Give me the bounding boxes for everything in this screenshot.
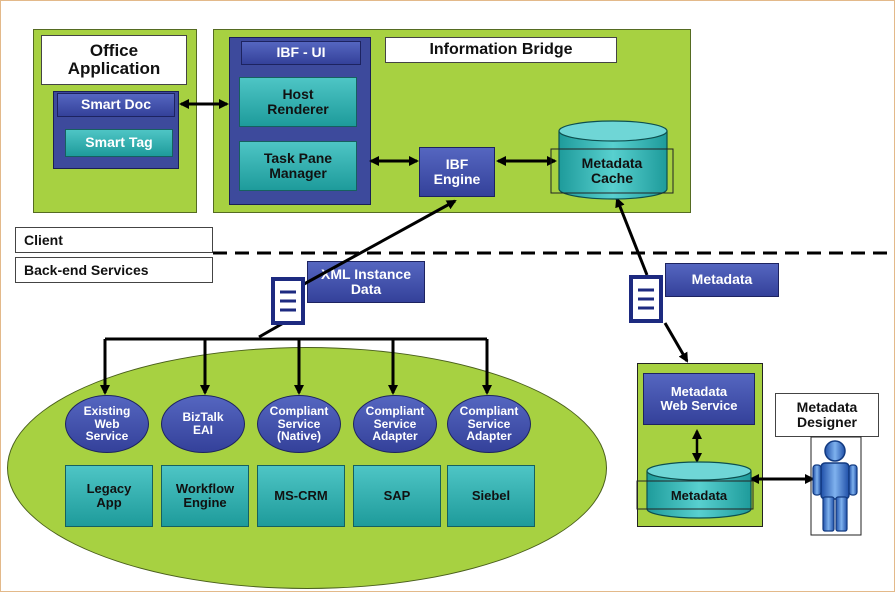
- metadata-to-cache-arrow: [615, 197, 649, 276]
- xml-instance-data-box: XML Instance Data: [307, 261, 425, 303]
- metadata-store-cylinder: [636, 461, 754, 519]
- smart-doc-box: Smart Doc: [57, 93, 175, 117]
- metadata-web-service-box: Metadata Web Service: [643, 373, 755, 425]
- information-bridge-title: Information Bridge: [385, 37, 617, 63]
- system-siebel: Siebel: [447, 465, 535, 527]
- service-compliant-adapter-sap: Compliant Service Adapter: [353, 395, 437, 453]
- office-application-title: Office Application: [41, 35, 187, 85]
- xml-document-icon: [271, 277, 305, 325]
- service-biztalk-eai: BizTalk EAI: [161, 395, 245, 453]
- system-sap: SAP: [353, 465, 441, 527]
- metadata-designer-label: Metadata Designer: [775, 393, 879, 437]
- host-renderer-box: Host Renderer: [239, 77, 357, 127]
- smart-tag-box: Smart Tag: [65, 129, 173, 157]
- metadata-cache-label: Metadata Cache: [581, 154, 643, 186]
- system-ms-crm: MS-CRM: [257, 465, 345, 527]
- metadata-store-label: Metadata: [670, 487, 728, 503]
- user-figure-icon: [810, 436, 862, 536]
- client-tier-label: Client: [15, 227, 213, 253]
- ibf-engine-box: IBF Engine: [419, 147, 495, 197]
- ibf-ui-title: IBF - UI: [241, 41, 361, 65]
- system-workflow-engine: Workflow Engine: [161, 465, 249, 527]
- system-legacy-app: Legacy App: [65, 465, 153, 527]
- service-compliant-native: Compliant Service (Native): [257, 395, 341, 453]
- metadata-message-box: Metadata: [665, 263, 779, 297]
- metadata-cache-cylinder: [550, 120, 674, 200]
- backend-tier-label: Back-end Services: [15, 257, 213, 283]
- service-existing-web-service: Existing Web Service: [65, 395, 149, 453]
- xml-to-engine-arrow: [294, 199, 457, 291]
- metadata-document-icon: [629, 275, 663, 323]
- task-pane-manager-box: Task Pane Manager: [239, 141, 357, 191]
- service-compliant-adapter-siebel: Compliant Service Adapter: [447, 395, 531, 453]
- metadata-to-webservice-arrow: [663, 322, 689, 363]
